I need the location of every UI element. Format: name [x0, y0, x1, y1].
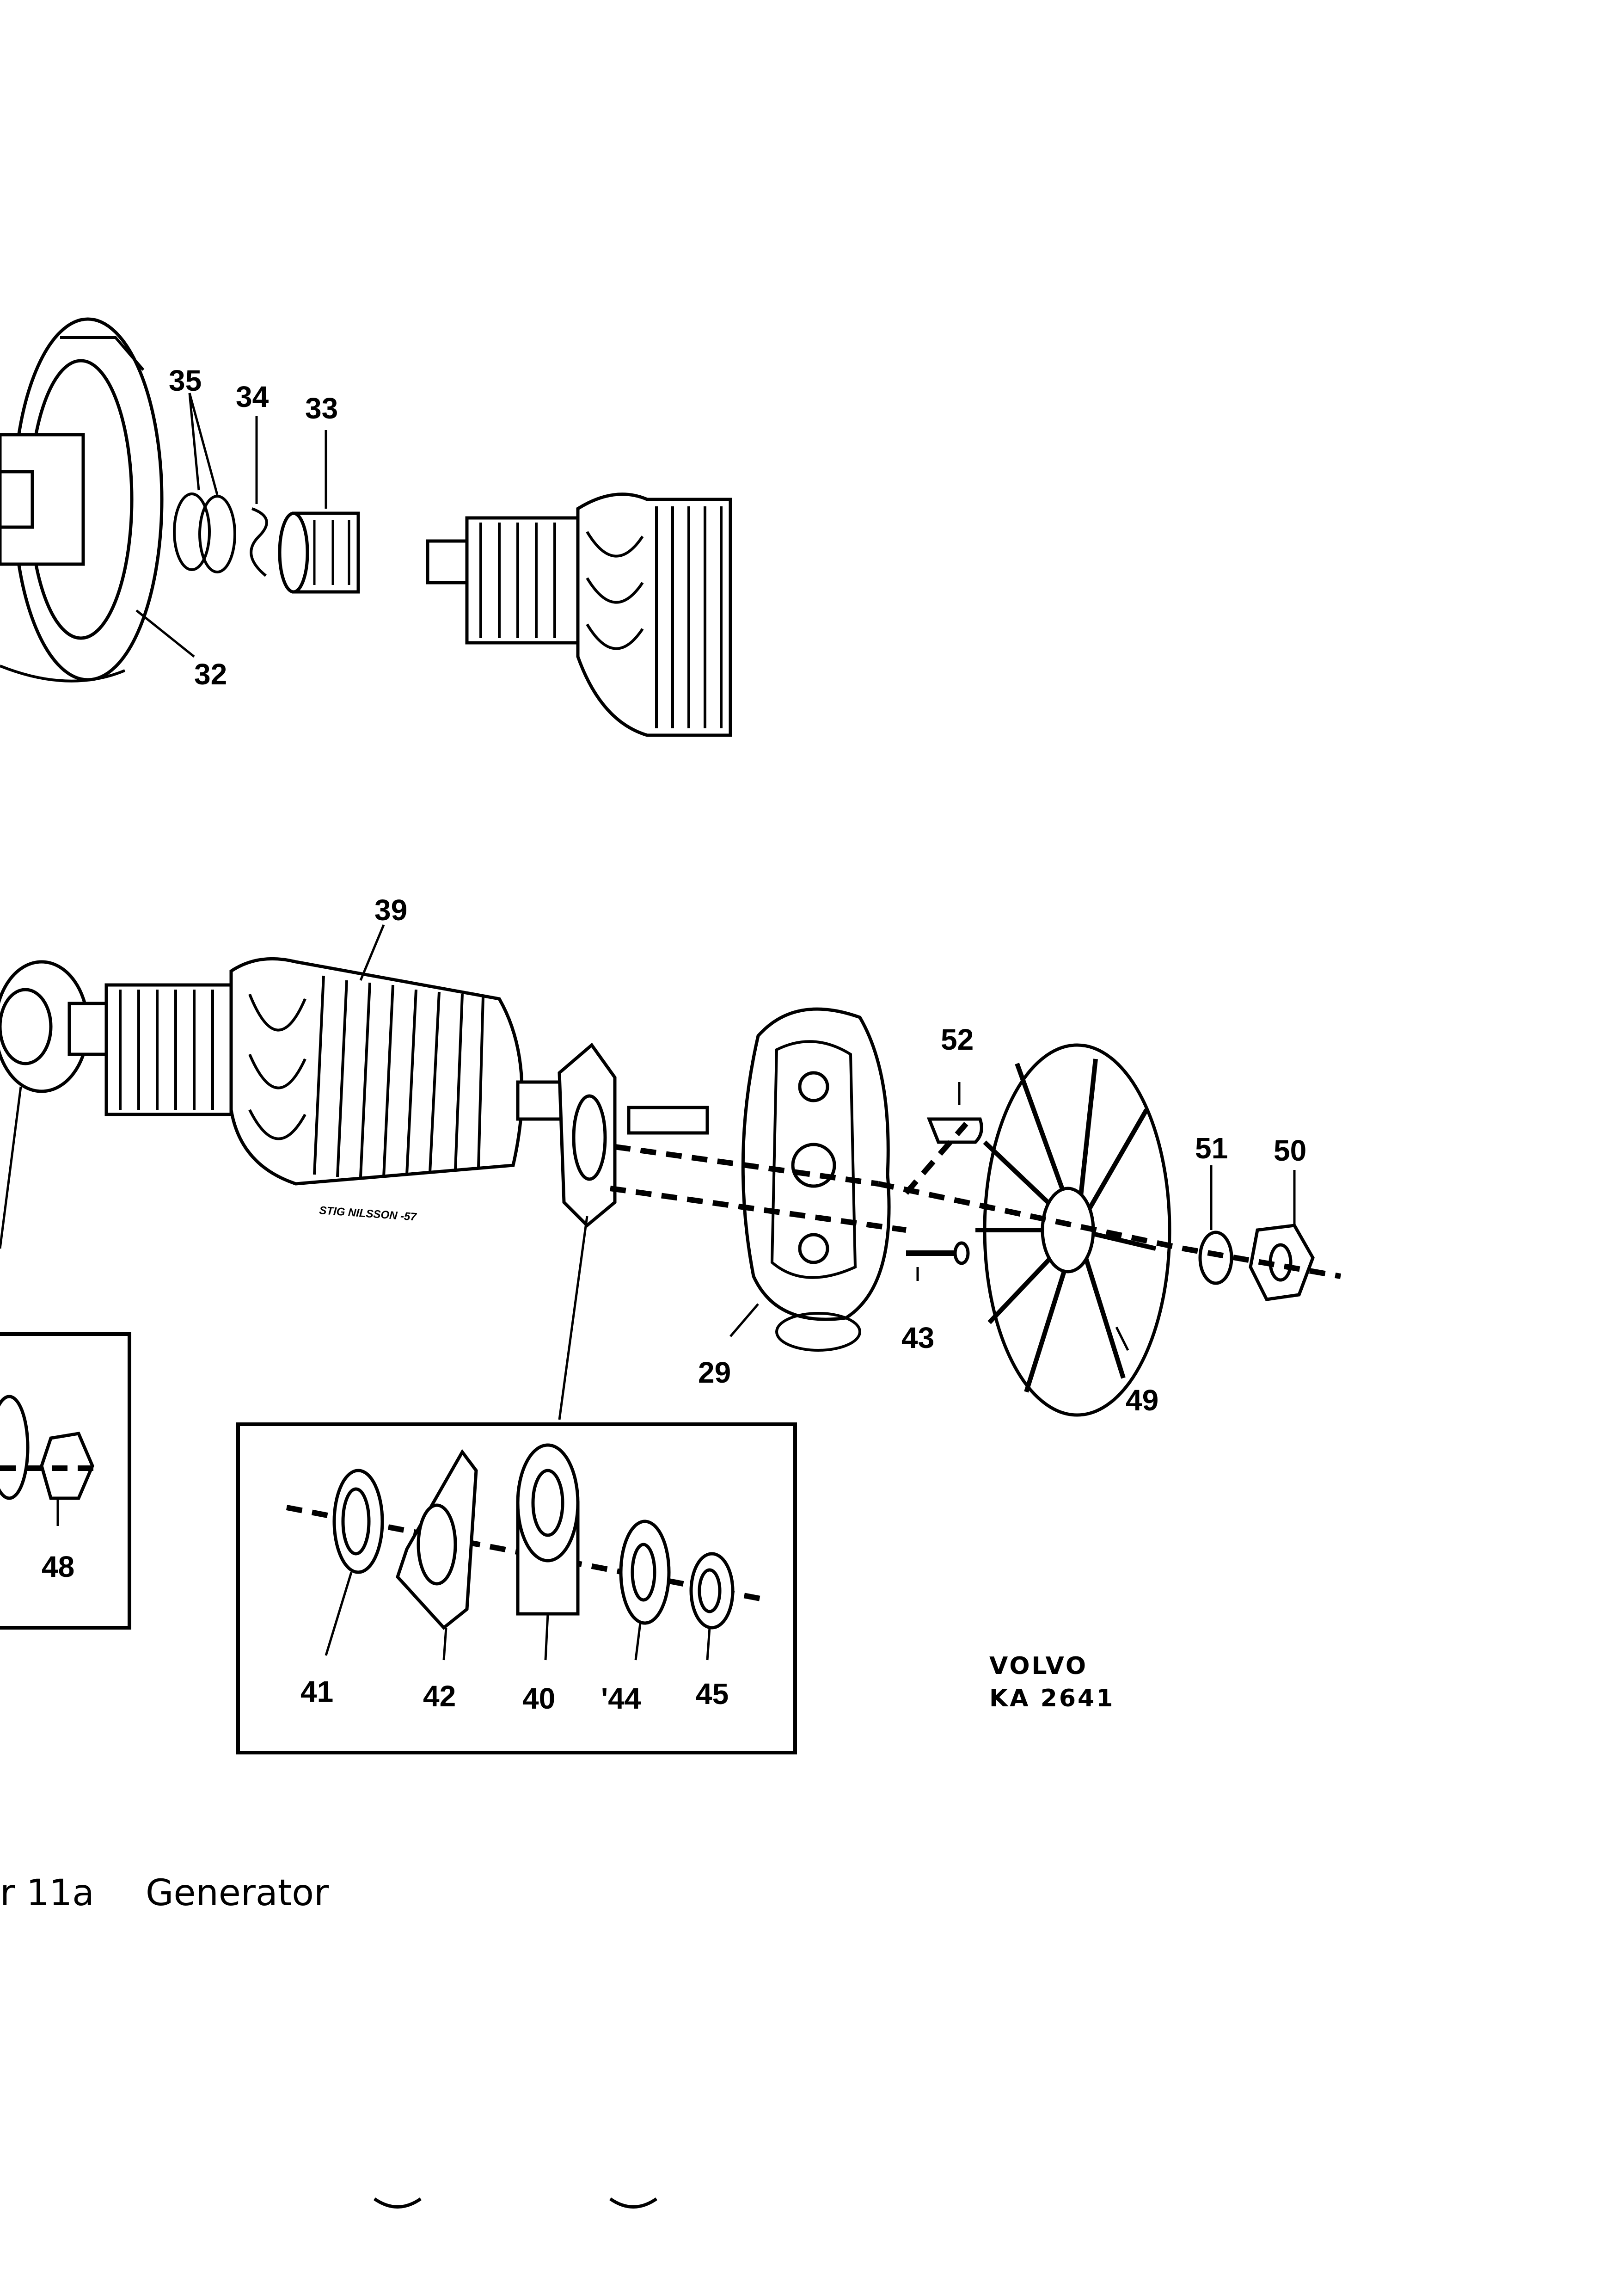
upper-armature-section — [426, 492, 732, 737]
felt-ring-part-41 — [332, 1469, 384, 1574]
callout-41: 41 — [300, 1675, 333, 1708]
washer-part-44 — [619, 1520, 671, 1625]
binding-mark-left — [373, 2197, 422, 2209]
callout-33: 33 — [305, 392, 338, 425]
stamp-ka-number: KA 2641 — [989, 1685, 1115, 1712]
end-bracket-part-32 — [0, 317, 164, 683]
figure-number: r 11a — [0, 1872, 94, 1914]
callout-32: 32 — [194, 658, 227, 691]
stamp-volvo: VOLVO — [989, 1652, 1088, 1680]
clip-part-34 — [250, 507, 268, 577]
ball-bearing-part-40 — [516, 1443, 580, 1616]
callout-42: 42 — [423, 1680, 456, 1713]
callout-44: '44 — [601, 1682, 641, 1715]
key-part-52 — [926, 1117, 983, 1144]
lock-washer-part-51 — [1198, 1231, 1233, 1285]
leader-lines — [0, 393, 1296, 1661]
callout-35: 35 — [169, 364, 202, 397]
end-shield-part-29 — [741, 1007, 891, 1352]
callout-29: 29 — [698, 1356, 731, 1389]
screw-part-43 — [906, 1241, 970, 1265]
callout-34: 34 — [236, 380, 269, 413]
callout-45: 45 — [696, 1677, 729, 1710]
binding-mark-right — [609, 2197, 658, 2209]
callout-43: 43 — [901, 1321, 934, 1354]
callout-39: 39 — [374, 893, 407, 927]
detail-box-left — [0, 1332, 131, 1630]
callout-50: 50 — [1274, 1134, 1306, 1167]
fan-part-49 — [975, 1043, 1171, 1417]
spacer-part-45 — [689, 1552, 735, 1630]
callout-48: 48 — [42, 1550, 74, 1583]
detail-box-bearing-parts — [236, 1422, 797, 1754]
callout-51: 51 — [1195, 1132, 1228, 1165]
bearing-plate-part-42 — [396, 1449, 478, 1630]
callout-52: 52 — [941, 1023, 974, 1056]
armature-part-39 — [104, 957, 709, 1186]
callout-49: 49 — [1126, 1384, 1158, 1417]
figure-title: Generator — [146, 1872, 329, 1914]
left-bearing-housing — [0, 960, 113, 1093]
center-axis-lines — [610, 1122, 1342, 1279]
artist-signature: STIG NILSSON -57 — [319, 1204, 418, 1224]
bushing-part-33 — [278, 511, 360, 594]
bearing-plate-assembly — [558, 1042, 617, 1228]
callout-40: 40 — [522, 1682, 555, 1715]
o-rings-part-35 — [173, 492, 236, 573]
